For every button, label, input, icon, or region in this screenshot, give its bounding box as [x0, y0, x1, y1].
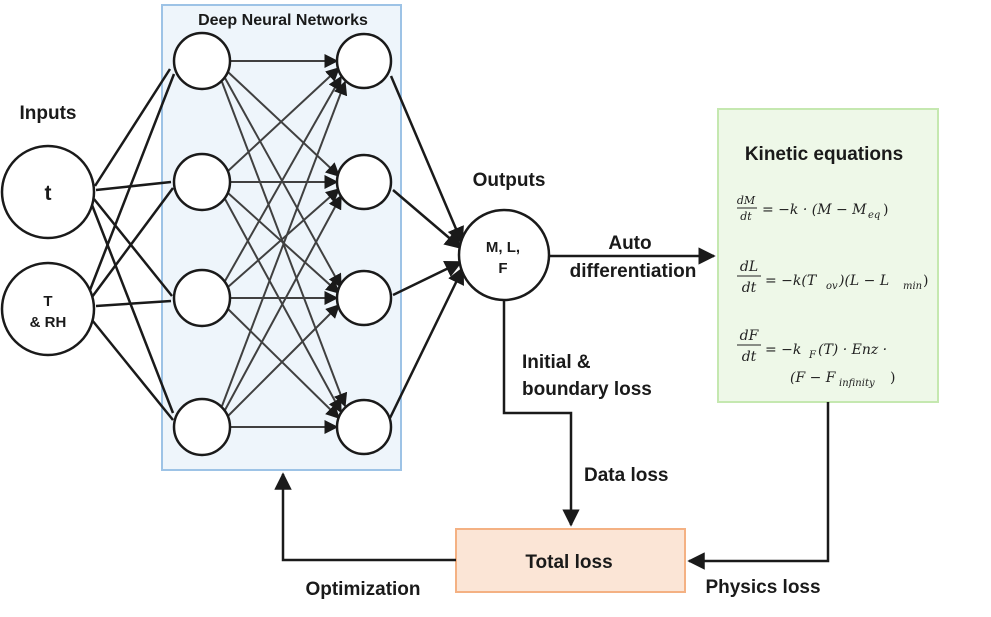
output-label-1: M, L,	[486, 239, 520, 256]
differentiation-label: differentiation	[570, 261, 697, 282]
hidden-node	[335, 32, 393, 90]
boundary-loss-label: boundary loss	[522, 379, 652, 400]
output-node	[457, 208, 551, 302]
equation-lightness: dL dt = −k(T ov )(L − L min )	[737, 259, 928, 296]
input-node-t-rh	[0, 261, 96, 357]
outputs-label: Outputs	[473, 170, 546, 191]
hidden-node	[172, 31, 232, 91]
optimization-label: Optimization	[305, 579, 420, 600]
output-label-2: F	[498, 260, 507, 277]
optimization-arrow	[274, 472, 456, 562]
svg-text:)(L − L: )(L − L	[838, 273, 889, 289]
hidden-node	[172, 152, 232, 212]
hidden-node	[172, 397, 232, 457]
kinetic-title: Kinetic equations	[745, 144, 903, 165]
total-loss-box	[455, 528, 686, 593]
auto-label: Auto	[608, 233, 651, 254]
svg-text:dF: dF	[740, 328, 760, 344]
total-loss-label: Total loss	[525, 552, 612, 573]
svg-text:= −k(T: = −k(T	[765, 273, 818, 289]
svg-text:): )	[923, 273, 928, 289]
svg-text:F: F	[808, 350, 817, 361]
svg-text:= −k · (M − M: = −k · (M − M	[762, 202, 867, 218]
input-t-label: t	[45, 182, 52, 205]
equation-moisture: dM dt = −k · (M − M eq )	[737, 194, 889, 223]
inputs-label: Inputs	[20, 103, 77, 124]
flow-arrows	[274, 247, 830, 570]
svg-text:dt: dt	[742, 349, 757, 365]
input-t-rh-label-1: T	[43, 293, 52, 310]
svg-text:dt: dt	[742, 280, 757, 296]
physics-loss-label: Physics loss	[705, 577, 820, 598]
network-connections	[88, 68, 465, 421]
svg-text:ov: ov	[826, 281, 838, 292]
svg-text:dL: dL	[740, 259, 758, 275]
data-loss-arrow	[502, 300, 580, 527]
svg-text:(F − F: (F − F	[790, 370, 837, 386]
svg-text:min: min	[903, 281, 922, 292]
hidden-connections	[221, 54, 348, 434]
svg-text:dM: dM	[737, 194, 756, 207]
hidden-layer-1	[172, 31, 232, 457]
physics-loss-arrow	[687, 402, 830, 570]
hidden-node	[335, 153, 393, 211]
hidden-layer-2	[335, 32, 393, 456]
hidden-node	[172, 268, 232, 328]
svg-text:): )	[883, 202, 888, 218]
svg-text:= −k: = −k	[765, 342, 801, 358]
dnn-title: Deep Neural Networks	[198, 12, 368, 29]
svg-text:eq: eq	[868, 210, 880, 221]
input-t-rh-label-2: & RH	[30, 314, 67, 331]
svg-text:): )	[890, 370, 895, 386]
svg-text:(T) · Enz ·: (T) · Enz ·	[818, 342, 887, 358]
svg-text:infinity: infinity	[839, 378, 875, 389]
data-loss-label: Data loss	[584, 465, 668, 486]
initial-label: Initial &	[522, 352, 591, 373]
hidden-node	[335, 398, 393, 456]
input-node-t	[0, 144, 96, 240]
hidden-node	[335, 269, 393, 327]
kinetic-panel	[717, 108, 939, 403]
svg-text:dt: dt	[740, 210, 752, 223]
equation-firmness: dF dt = −k F (T) · Enz · (F − F infinity…	[737, 328, 895, 389]
